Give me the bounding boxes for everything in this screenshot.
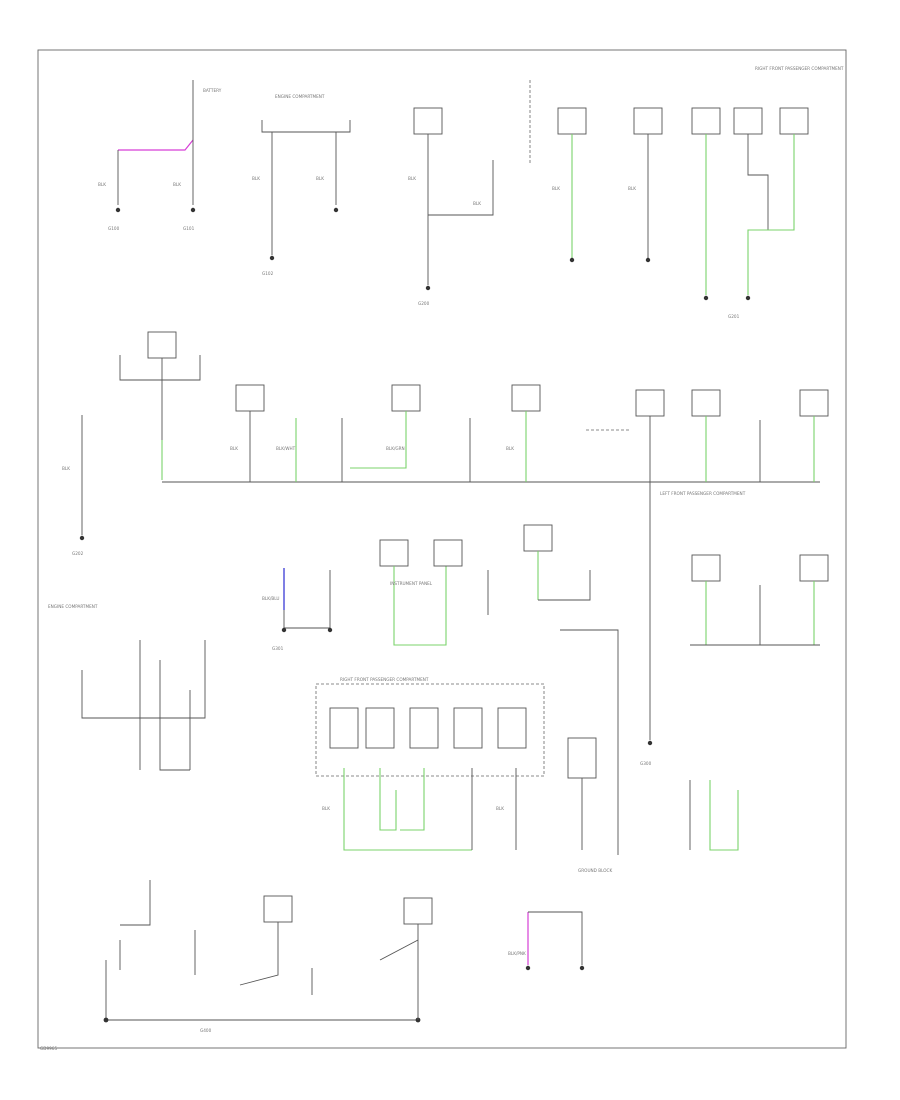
engine-sensors-top: BLK BLK G200 [408, 80, 531, 306]
area-label: RIGHT FRONT PASSENGER COMPARTMENT [340, 677, 429, 682]
wire-color-label: BLK [322, 806, 330, 811]
ground-point-label: G201 [728, 314, 740, 319]
wire-color-label: BLK [252, 176, 260, 181]
ground-point-label: G400 [200, 1028, 212, 1033]
ground-point-label: G101 [183, 226, 195, 231]
wire-color-label: BLK [316, 176, 324, 181]
wire-color-label: BLK [62, 466, 70, 471]
wire-color-label: BLK [173, 182, 181, 187]
page-ref-label: GD9965 [40, 1046, 57, 1051]
powertrain-control-section: ENGINE COMPARTMENT BLK BLK G102 [252, 94, 351, 276]
right-side-modules-row2: LEFT FRONT PASSENGER COMPARTMENT G300 [586, 389, 829, 766]
left-sensors-row3: ENGINE COMPARTMENT [48, 604, 206, 771]
wire-color-label: BLK [230, 446, 238, 451]
area-label: ENGINE COMPARTMENT [48, 604, 98, 609]
wire-color-label: BLK [628, 186, 636, 191]
battery-label: BATTERY [203, 88, 222, 93]
area-label: RIGHT FRONT PASSENGER COMPARTMENT [755, 66, 844, 71]
wire-color-label: BLK [473, 201, 481, 206]
wire-color-label: BLK [552, 186, 560, 191]
lamp-ground-top: BLK BLK [552, 107, 663, 263]
ground-point-label: G301 [272, 646, 284, 651]
wire-color-label: BLK [496, 806, 504, 811]
right-front-lamps: RIGHT FRONT PASSENGER COMPARTMENT G201 [691, 66, 844, 319]
wire-color-label: BLK [506, 446, 514, 451]
center-modules-row3: INSTRUMENT PANEL [379, 524, 619, 855]
wire-color-label: BLK/PNK [508, 951, 526, 956]
blue-wire-ground: BLK/BLU G301 [262, 568, 333, 651]
right-modules-row3 [690, 554, 829, 646]
ground-block-label: GROUND BLOCK [578, 868, 612, 873]
ground-point-label: G102 [262, 271, 274, 276]
lower-right-sensor: GROUND BLOCK [567, 737, 739, 873]
ground-point-label: G200 [418, 301, 430, 306]
battery-section: BATTERY BLK BLK G100 G101 [98, 80, 222, 231]
area-label: INSTRUMENT PANEL [390, 581, 433, 586]
ground-point-label: G100 [108, 226, 120, 231]
diagram-frame [37, 49, 847, 1049]
instrument-panel-ground-bus: BLK BLK/WHT BLK/GRN BLK [162, 384, 600, 483]
wire-color-label: BLK [408, 176, 416, 181]
wire-color-label: BLK/WHT [276, 446, 296, 451]
ignition-switch-section: BLK G202 [62, 331, 201, 556]
ground-point-label: G300 [640, 761, 652, 766]
wire-color-label: BLK/GRN [386, 446, 405, 451]
area-label: LEFT FRONT PASSENGER COMPARTMENT [660, 491, 746, 496]
wire-color-label: BLK [98, 182, 106, 187]
wire-color-label: BLK/BLU [262, 596, 279, 601]
module-label: ENGINE COMPARTMENT [275, 94, 325, 99]
bottom-pink-ground: BLK/PNK [508, 911, 585, 971]
passenger-compartment-fuse-box: RIGHT FRONT PASSENGER COMPARTMENT BLK BL… [315, 677, 545, 851]
bottom-left-ground-bus: G400 [103, 880, 433, 1033]
ground-point-label: G202 [72, 551, 84, 556]
